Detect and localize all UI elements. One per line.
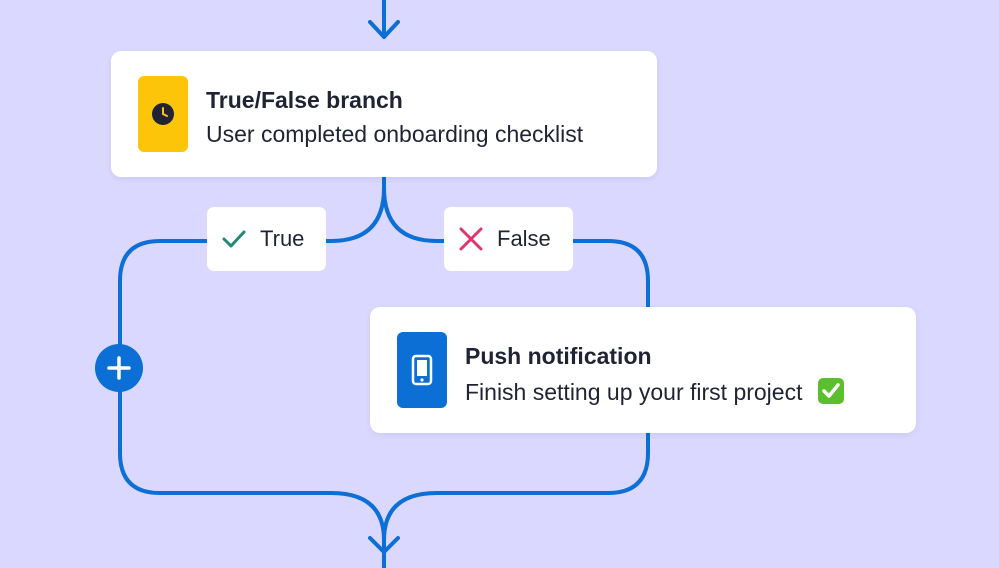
- false-branch-top: [571, 239, 650, 309]
- true-label-text: True: [260, 226, 305, 251]
- true-false-branch-node[interactable]: True/False branch User completed onboard…: [111, 51, 657, 177]
- mobile-phone-icon: [411, 354, 433, 386]
- push-notification-node[interactable]: Push notification Finish setting up your…: [370, 307, 916, 433]
- branch-node-subtitle: User completed onboarding checklist: [206, 121, 584, 147]
- push-node-subtitle: Finish setting up your first project: [465, 379, 803, 405]
- x-icon: [459, 227, 483, 251]
- split-connector-right: [382, 186, 446, 243]
- clock-icon: [152, 103, 174, 125]
- push-node-subtitle-row: Finish setting up your first project: [465, 377, 845, 406]
- add-step-button[interactable]: [95, 344, 143, 392]
- true-branch-label[interactable]: True: [207, 207, 326, 271]
- false-branch-label[interactable]: False: [444, 207, 573, 271]
- false-branch-bottom: [382, 431, 650, 542]
- incoming-arrowhead: [368, 20, 400, 39]
- plus-icon: [107, 356, 131, 380]
- push-icon-tile: [397, 332, 447, 408]
- check-mark-button-emoji-icon: [817, 378, 844, 404]
- check-icon: [222, 230, 246, 248]
- push-node-title: Push notification: [465, 343, 652, 369]
- false-label-text: False: [497, 226, 551, 251]
- branch-node-title: True/False branch: [206, 87, 403, 113]
- true-branch-path: [118, 239, 386, 550]
- branch-icon-tile: [138, 76, 188, 152]
